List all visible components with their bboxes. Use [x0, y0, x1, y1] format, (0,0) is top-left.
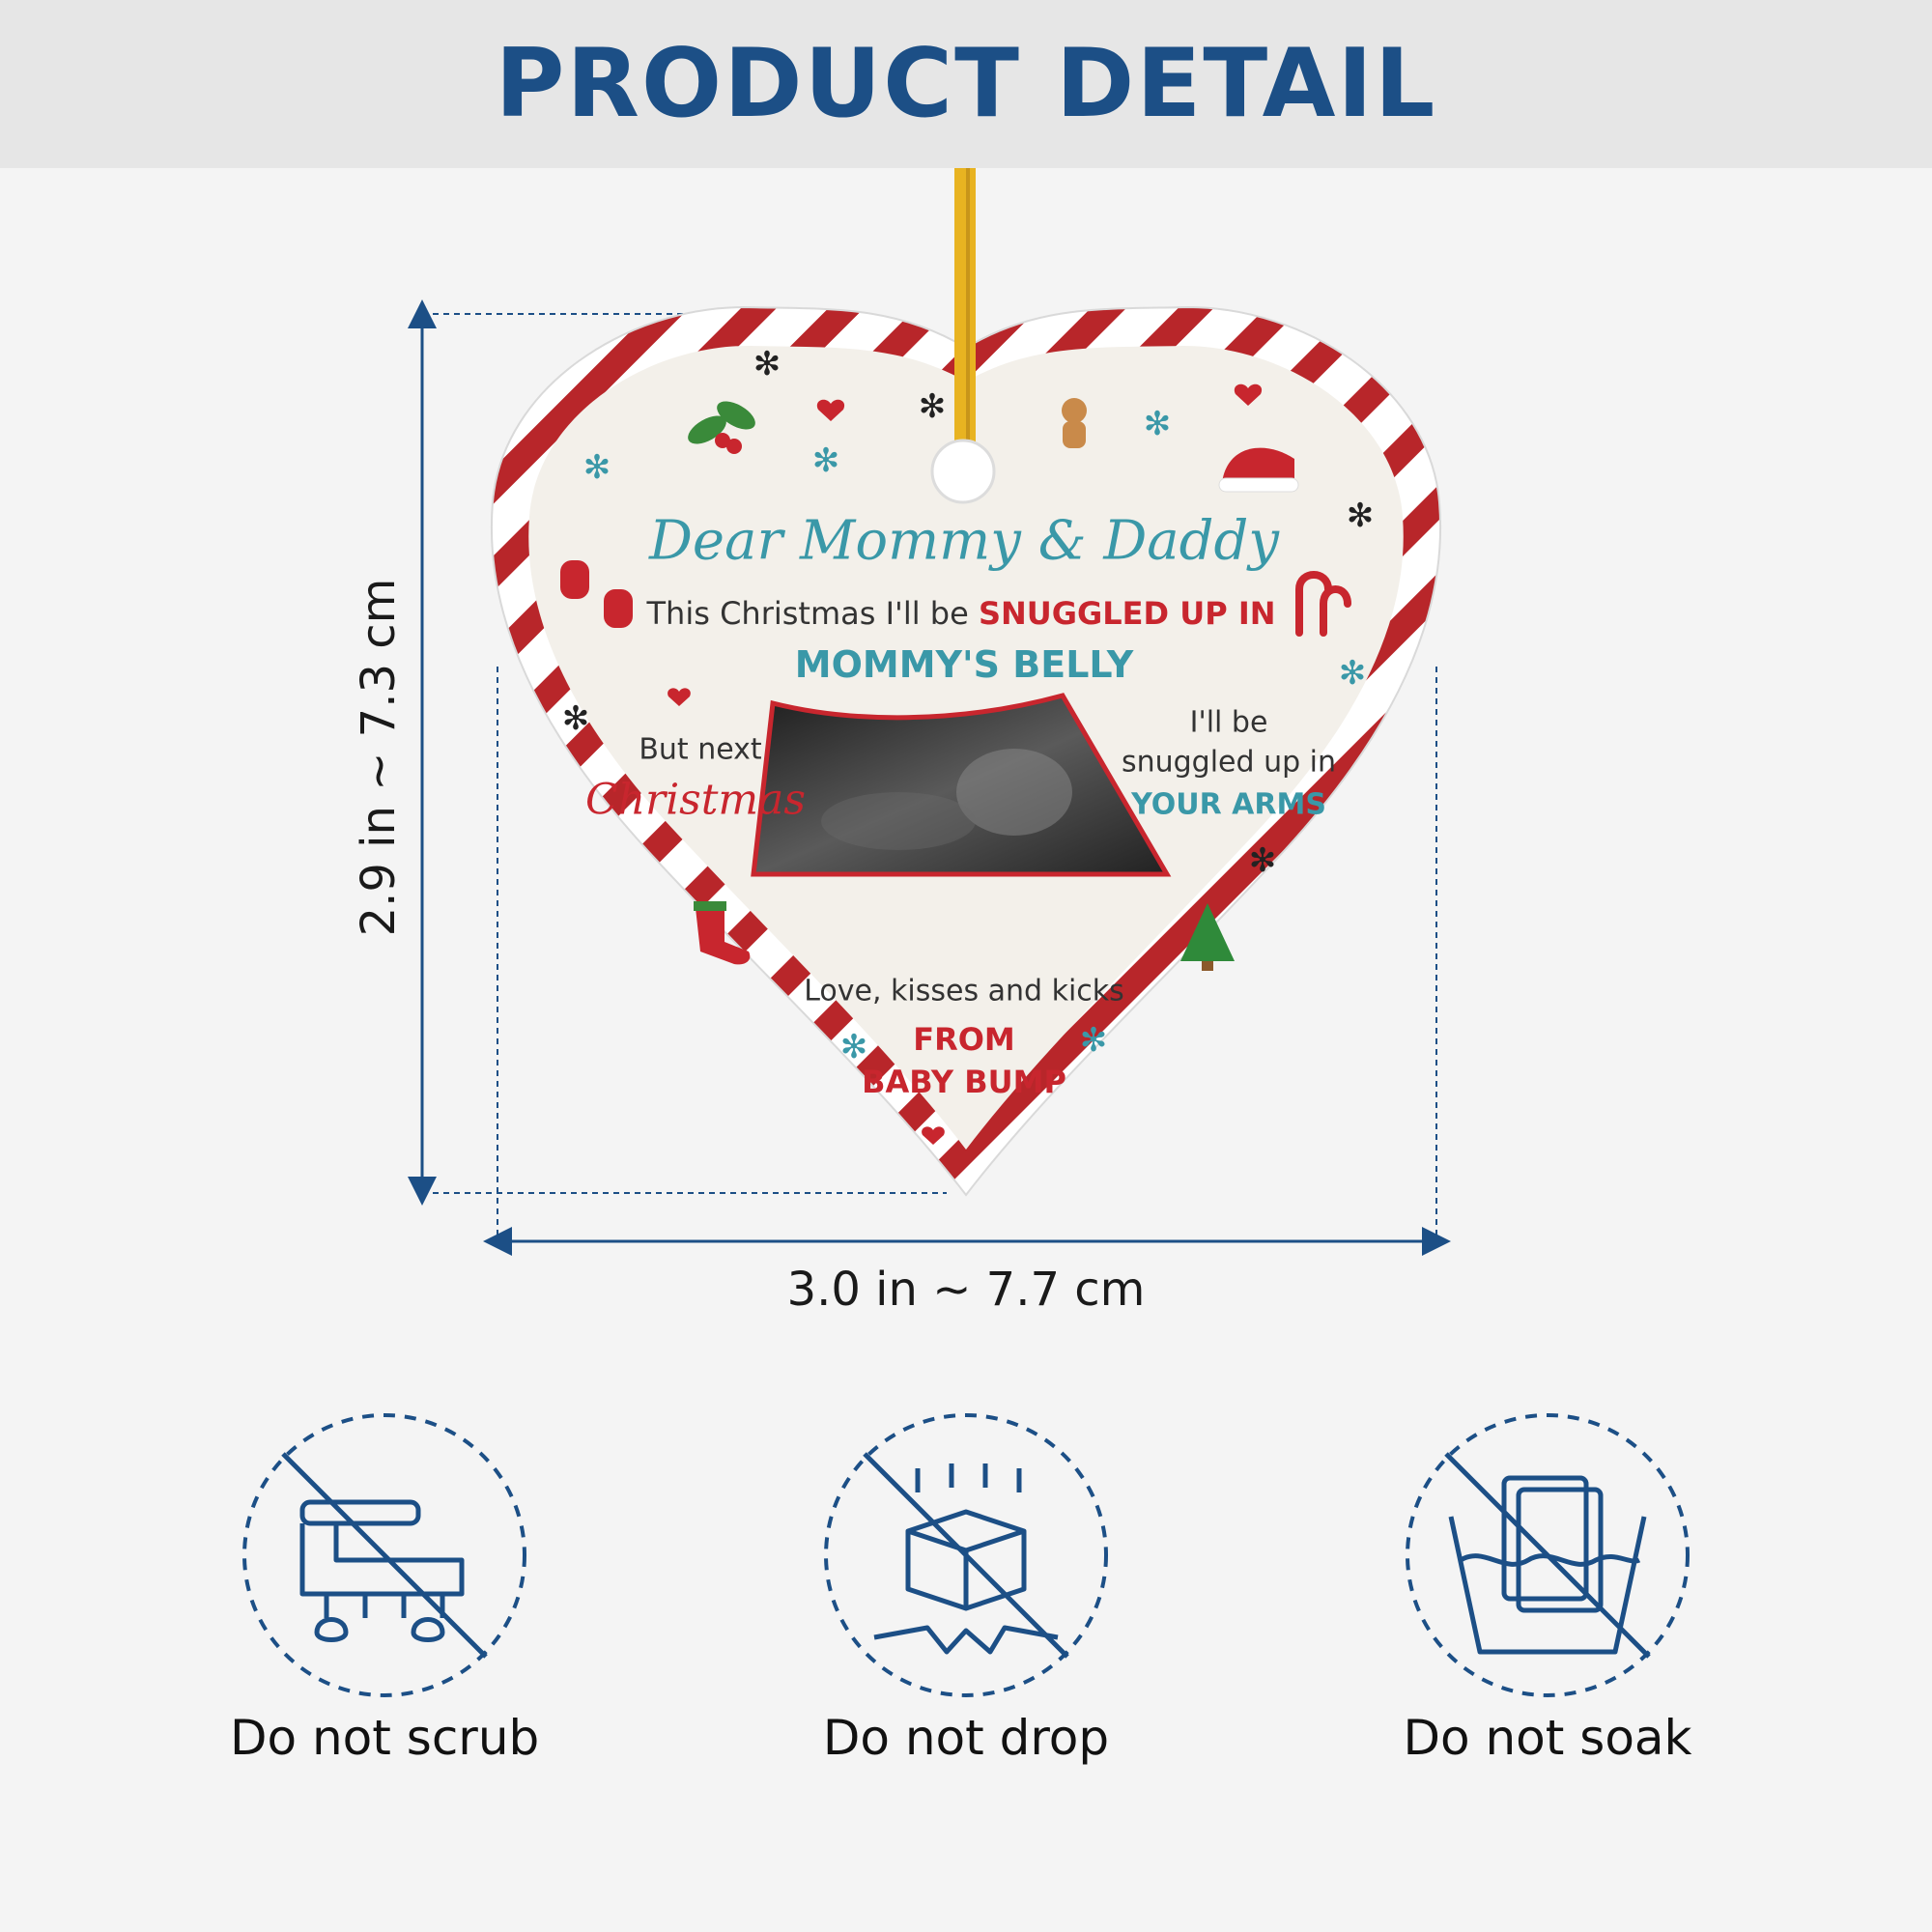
gold-ribbon — [954, 168, 976, 458]
hanging-hole — [930, 439, 996, 504]
christmas-tree-icon — [1180, 903, 1235, 971]
width-label: 3.0 in ~ 7.7 cm — [786, 1263, 1146, 1317]
mittens-icon — [560, 560, 633, 628]
svg-text:✻: ✻ — [1347, 497, 1375, 535]
svg-text:✻: ✻ — [562, 699, 590, 738]
care-label-scrub: Do not scrub — [230, 1710, 540, 1766]
intro-prefix: This Christmas I'll be — [646, 595, 969, 632]
no-drop-icon — [824, 1413, 1108, 1697]
left-line-2: Christmas — [585, 775, 806, 825]
gingerbread-icon — [1062, 398, 1087, 448]
care-label-drop: Do not drop — [822, 1710, 1110, 1766]
santa-hat-icon — [1218, 447, 1299, 493]
right-line-3: YOUR ARMS — [1131, 787, 1326, 822]
right-line-2: snuggled up in — [1121, 745, 1337, 780]
care-item-drop: Do not drop — [811, 1410, 1121, 1855]
bottom-line-3: BABY BUMP — [862, 1064, 1066, 1100]
snowflake-icon: ✻ ✻ ✻ ✻ ✻ ✻ ✻ ✻ ✻ ✻ ✻ — [562, 345, 1375, 1066]
stocking-icon — [694, 901, 751, 965]
svg-text:✻: ✻ — [1144, 405, 1172, 443]
intro-line: This Christmas I'll be SNUGGLED UP IN — [647, 595, 1276, 632]
svg-text:✻: ✻ — [583, 448, 611, 487]
candy-cane-icon — [1295, 571, 1351, 637]
svg-text:✻: ✻ — [753, 345, 781, 384]
svg-text:✻: ✻ — [1249, 841, 1277, 880]
svg-text:✻: ✻ — [919, 387, 947, 426]
left-line-1: But next — [639, 732, 762, 767]
page-title: PRODUCT DETAIL — [495, 29, 1437, 139]
svg-text:✻: ✻ — [812, 441, 840, 480]
svg-text:✻: ✻ — [1080, 1021, 1108, 1060]
care-label-soak: Do not soak — [1403, 1710, 1692, 1766]
no-soak-icon — [1406, 1413, 1690, 1697]
bottom-line-2: FROM — [913, 1021, 1015, 1058]
header-bar: PRODUCT DETAIL — [0, 0, 1932, 168]
bottom-line-1: Love, kisses and kicks — [804, 974, 1124, 1009]
care-item-soak: Do not soak — [1393, 1410, 1702, 1855]
care-item-scrub: Do not scrub — [230, 1410, 539, 1855]
svg-text:✻: ✻ — [840, 1028, 868, 1066]
belly-line: MOMMY'S BELLY — [794, 643, 1134, 686]
heart-decor-icon — [668, 384, 1263, 1145]
intro-highlight: SNUGGLED UP IN — [978, 595, 1276, 632]
no-scrub-icon — [242, 1413, 526, 1697]
holly-icon — [688, 401, 755, 454]
svg-text:✻: ✻ — [1339, 654, 1367, 693]
greeting-text: Dear Mommy & Daddy — [649, 509, 1279, 573]
right-line-1: I'll be — [1189, 705, 1268, 740]
